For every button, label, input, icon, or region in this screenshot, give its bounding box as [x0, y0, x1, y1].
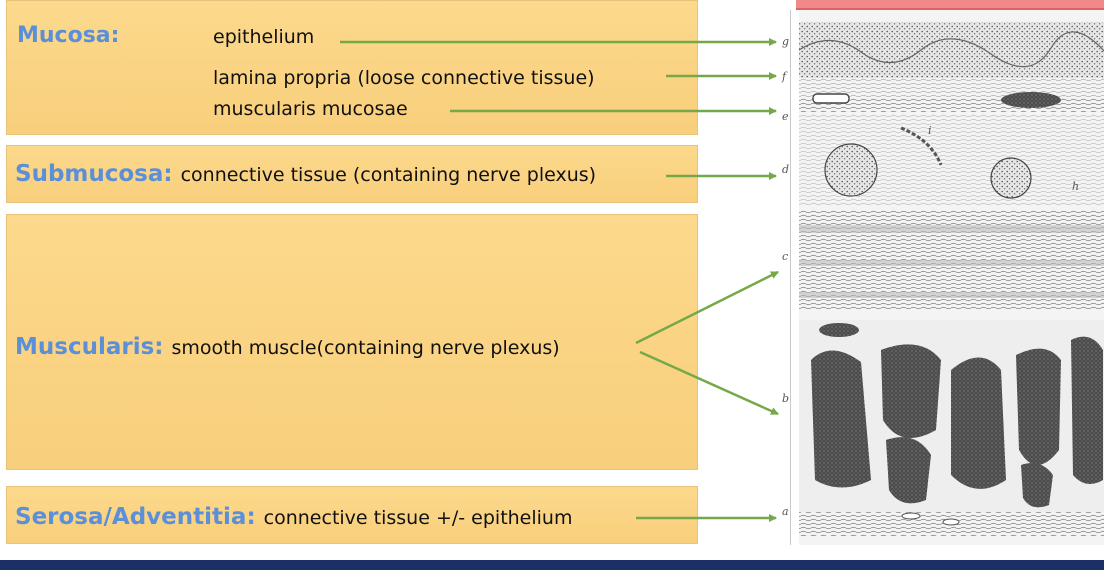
- mucosa-box: Mucosa: epithelium lamina propria (loose…: [6, 0, 698, 135]
- mucosa-muscularis-mucosae-label: muscularis mucosae: [213, 98, 408, 120]
- histology-illustration: [790, 10, 1104, 545]
- mucosa-epithelium-label: epithelium: [213, 26, 315, 48]
- arrow-muscularis-c: [635, 270, 779, 345]
- serosa-colon: :: [246, 504, 256, 530]
- histology-drawing: [798, 10, 1104, 545]
- footer-bar: [0, 560, 1104, 570]
- serosa-desc: connective tissue +/- epithelium: [263, 507, 573, 529]
- figure-letter-c: c: [782, 250, 789, 263]
- muscularis-colon: :: [154, 334, 164, 360]
- figure-letter-f: f: [782, 70, 787, 83]
- figure-letter-h: h: [1072, 180, 1080, 193]
- submucosa-desc: connective tissue (containing nerve plex…: [180, 164, 597, 186]
- serosa-box: Serosa/Adventitia: connective tissue +/-…: [6, 486, 698, 544]
- muscularis-title: Muscularis: smooth muscle(containing ner…: [15, 334, 560, 360]
- serosa-title-text: Serosa/Adventitia: [15, 504, 247, 530]
- arrow-muscularis-b: [639, 350, 779, 416]
- figure-letter-i: i: [928, 124, 932, 137]
- mucosa-lamina-propria-label: lamina propria (loose connective tissue): [213, 67, 595, 89]
- submucosa-title-text: Submucosa:: [15, 161, 173, 187]
- top-accent-band: [796, 0, 1104, 10]
- figure-letter-b: b: [782, 392, 790, 405]
- figure-letter-g: g: [782, 35, 790, 48]
- muscularis-desc: smooth muscle(containing nerve plexus): [171, 337, 560, 359]
- submucosa-box: Submucosa: connective tissue (containing…: [6, 145, 698, 203]
- muscularis-title-text: Muscularis: [15, 334, 155, 360]
- muscularis-box: Muscularis: smooth muscle(containing ner…: [6, 214, 698, 470]
- mucosa-title: Mucosa:: [17, 23, 120, 48]
- figure-letter-d: d: [782, 163, 790, 176]
- submucosa-title: Submucosa: connective tissue (containing…: [15, 161, 596, 187]
- figure-letter-e: e: [782, 110, 789, 123]
- serosa-title: Serosa/Adventitia: connective tissue +/-…: [15, 504, 572, 530]
- figure-letter-a: a: [782, 505, 789, 518]
